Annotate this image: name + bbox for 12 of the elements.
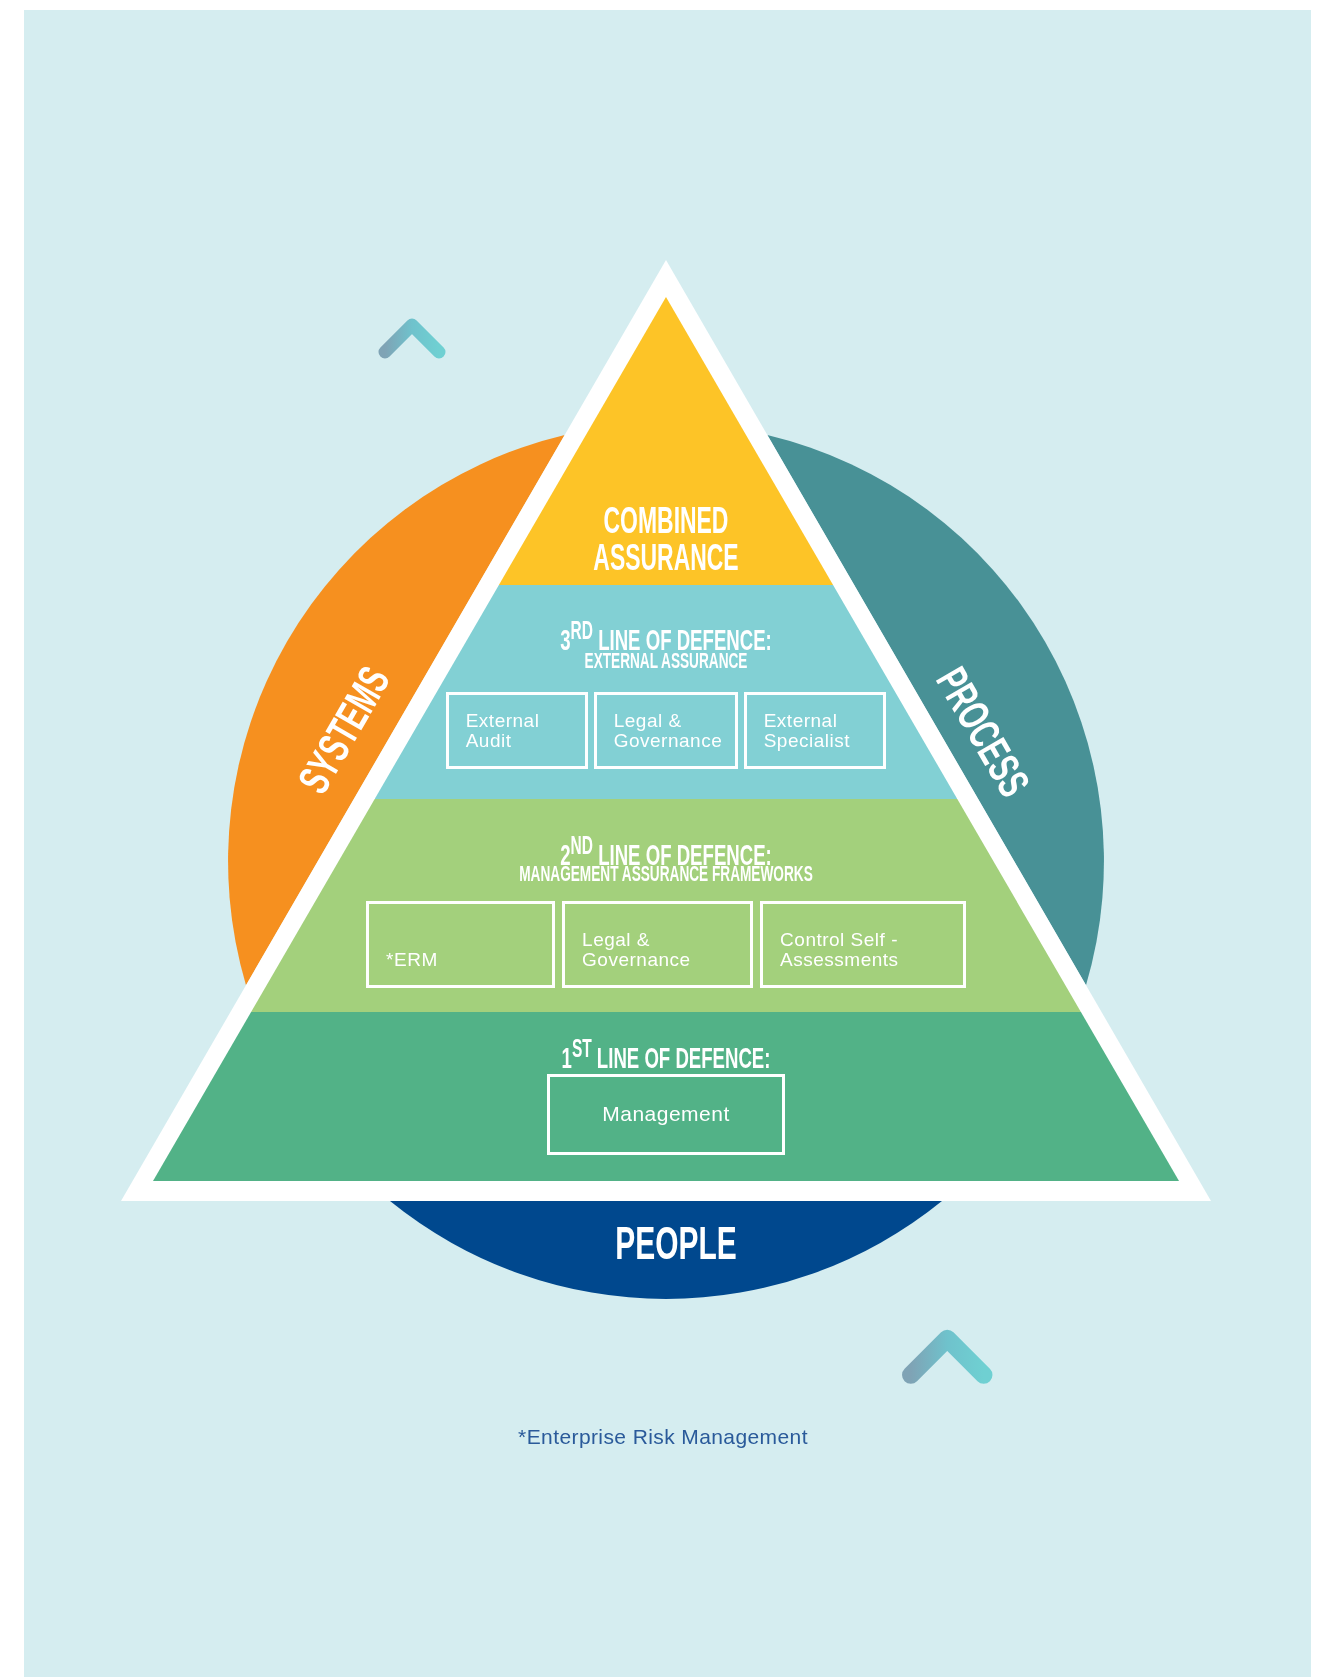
function-box: Legal & Governance [593, 692, 738, 769]
tier-subheading: EXTERNAL ASSURANCE [584, 650, 748, 672]
function-box: *ERM [366, 901, 556, 988]
function-box: Management [547, 1074, 785, 1155]
function-box: Control Self - Assessments [760, 901, 967, 988]
tier-heading: COMBINED ASSURANCE [592, 502, 740, 576]
caption: *Enterprise Risk Management [518, 1425, 808, 1449]
function-box: Legal & Governance [562, 901, 754, 988]
function-box: External Audit [445, 692, 588, 769]
tier-heading: 1$^{ST}$ LINE OF DEFENCE: [561, 1036, 771, 1073]
function-box: External Specialist [743, 692, 886, 769]
segment-label: PEOPLE [615, 1220, 737, 1266]
